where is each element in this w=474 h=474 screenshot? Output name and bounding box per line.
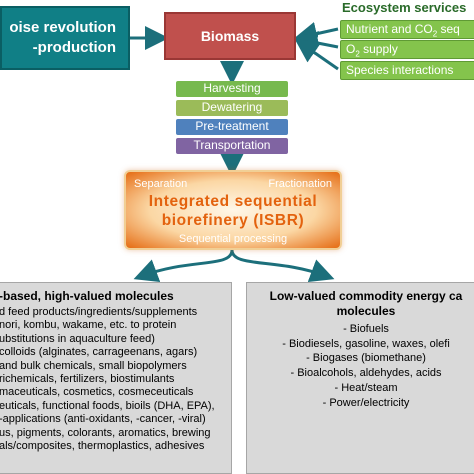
arrow-isbr-to-right: [230, 249, 335, 282]
isbr-separation-label: Separation: [134, 178, 188, 190]
ecosystem-services-title: Ecosystem services: [342, 0, 467, 15]
list-item: als/composites, thermoplastics, adhesive…: [0, 440, 205, 453]
eco-item-o2-tail: supply: [359, 42, 398, 56]
list-item: us, pigments, colorants, aromatics, brew…: [0, 426, 211, 439]
biomass-label: Biomass: [200, 28, 260, 44]
list-item: euticals, functional foods, bioils (DHA,…: [0, 399, 215, 412]
isbr-title-line2: biorefinery (ISBR): [161, 212, 305, 229]
eco-item-nutrient-text: Nutrient and CO: [346, 22, 433, 36]
list-item: -applications (anti-oxidants, -cancer, -…: [0, 413, 206, 426]
step-transportation: Transportation: [176, 138, 288, 154]
list-item: ubstitutions in aquaculture feed): [0, 332, 155, 345]
step-pretreatment: Pre-treatment: [176, 119, 288, 135]
step-dewatering: Dewatering: [176, 100, 288, 116]
isbr-title-line1: Integrated sequential: [148, 193, 318, 210]
list-item: - Biogases (biomethane): [306, 352, 426, 365]
high-valued-heading: -based, high-valued molecules: [0, 289, 174, 303]
arrow-eco-3: [294, 38, 339, 71]
list-item: and bulk chemicals, small biopolymers: [0, 359, 187, 372]
eco-item-nutrient-co2: Nutrient and CO2 seq: [340, 20, 474, 39]
list-item: maceuticals, cosmetics, cosmeceuticals: [0, 386, 194, 399]
blue-revolution-line2: -production: [32, 39, 116, 56]
isbr-box: Separation Fractionation Integrated sequ…: [124, 170, 342, 250]
step-harvesting: Harvesting: [176, 81, 288, 97]
list-item: d feed products/ingredients/supplements: [0, 306, 198, 318]
low-valued-heading-line1: Low-valued commodity energy ca: [269, 289, 463, 303]
low-valued-heading-line2: molecules: [336, 304, 396, 318]
list-item: richemicals, fertilizers, biostimulants: [0, 373, 175, 386]
low-valued-energy-box: Low-valued commodity energy ca molecules…: [246, 282, 474, 474]
eco-item-nutrient-sub: 2: [432, 29, 438, 39]
blue-revolution-box: oise revolution -production: [0, 6, 130, 70]
eco-item-o2-sub: 2: [355, 49, 360, 59]
list-item: - Power/electricity: [322, 396, 410, 409]
eco-item-nutrient-tail: seq: [437, 22, 460, 36]
blue-revolution-line1: oise revolution: [9, 19, 116, 36]
list-item: nori, kombu, wakame, etc. to protein: [0, 319, 177, 332]
high-valued-molecules-box: -based, high-valued molecules d feed pro…: [0, 282, 232, 474]
list-item: - Biofuels: [343, 323, 389, 335]
eco-item-o2-supply: O2 supply: [340, 40, 474, 59]
list-item: colloids (alginates, carrageenans, agars…: [0, 346, 198, 359]
arrow-eco-1: [293, 22, 339, 46]
low-valued-heading: Low-valued commodity energy ca molecules: [247, 289, 474, 319]
isbr-fractionation-label: Fractionation: [268, 178, 332, 190]
eco-item-o2-text: O: [346, 42, 356, 56]
eco-item-species-interactions: Species interactions: [340, 61, 474, 80]
arrow-isbr-to-left: [133, 249, 234, 282]
list-item: - Heat/steam: [334, 381, 398, 394]
isbr-sequential-label: Sequential processing: [178, 233, 288, 245]
list-item: - Bioalcohols, aldehydes, acids: [290, 367, 442, 380]
biomass-box: Biomass: [164, 12, 296, 60]
eco-item-species-text: Species interactions: [346, 63, 454, 77]
list-item: - Biodiesels, gasoline, waxes, olefi: [282, 337, 450, 350]
